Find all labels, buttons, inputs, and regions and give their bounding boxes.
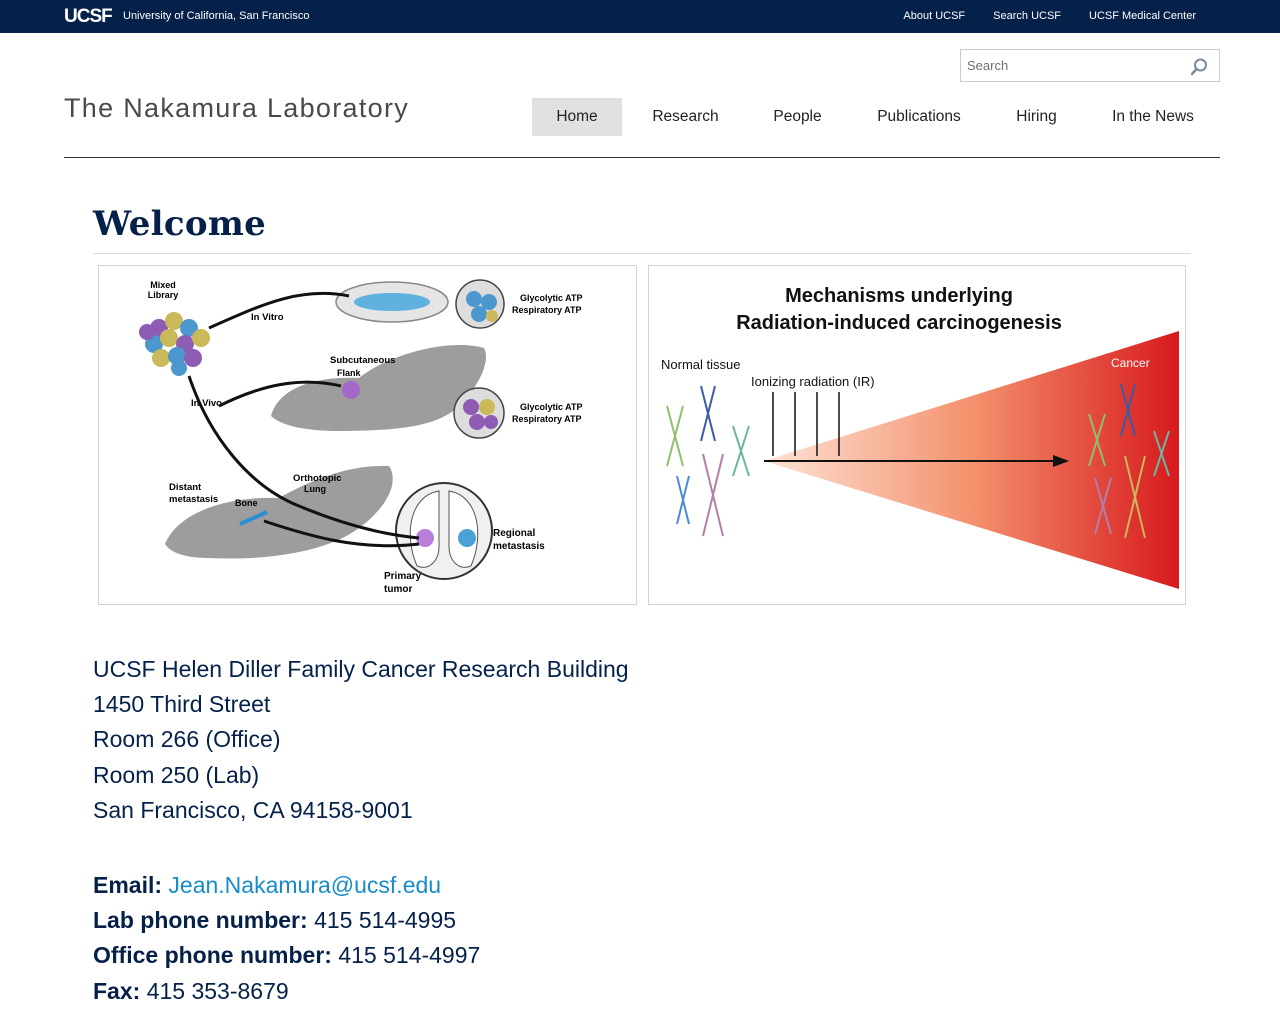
address-line: 1450 Third Street: [93, 691, 271, 718]
office-phone-value: 415 514-4997: [338, 942, 481, 969]
figure2-title-line1: Mechanisms underlying: [785, 285, 1013, 307]
address-line: Room 250 (Lab): [93, 761, 260, 788]
cell-cluster: [139, 312, 210, 376]
address-line: Room 266 (Office): [93, 726, 281, 753]
title-divider: [93, 253, 1191, 254]
address-block: UCSF Helen Diller Family Cancer Research…: [93, 652, 629, 828]
email-link[interactable]: Jean.Nakamura@ucsf.edu: [168, 872, 442, 898]
header-divider: [64, 157, 1220, 158]
lab-phone-value: 415 514-4995: [314, 907, 457, 934]
bone-label: Bone: [235, 498, 258, 508]
in-vivo-label: In Vivo: [191, 398, 222, 409]
glycolytic-atp-label-2: Glycolytic ATP: [520, 402, 583, 412]
search-ucsf-link[interactable]: Search UCSF: [993, 10, 1062, 22]
radiation-arrows: [772, 392, 840, 456]
nav-in-the-news[interactable]: In the News: [1112, 108, 1194, 125]
ucsf-medical-center-link[interactable]: UCSF Medical Center: [1089, 10, 1196, 22]
distant-label: Distant: [169, 482, 202, 493]
search-box: [960, 49, 1220, 82]
fax-value: 415 353-8679: [146, 977, 289, 1004]
flank-label: Flank: [337, 368, 362, 378]
contact-block: Email: Jean.Nakamura@ucsf.edu Lab phone …: [93, 868, 480, 1009]
site-title[interactable]: The Nakamura Laboratory: [64, 93, 410, 123]
respiratory-atp-label-2: Respiratory ATP: [512, 414, 582, 424]
about-ucsf-link[interactable]: About UCSF: [903, 10, 966, 22]
respiratory-atp-label-1: Respiratory ATP: [512, 305, 582, 315]
office-phone-label: Office phone number:: [93, 942, 332, 969]
lung-label: Lung: [304, 484, 326, 494]
ucsf-logo[interactable]: UCSF: [64, 5, 114, 27]
regional-label: Regional: [493, 528, 535, 539]
cancer-label: Cancer: [1111, 356, 1150, 370]
in-vitro-label: In Vitro: [251, 312, 284, 323]
subcutaneous-label: Subcutaneous: [330, 355, 395, 366]
regional-metastasis-label: metastasis: [493, 541, 545, 552]
normal-tissue-label: Normal tissue: [661, 357, 740, 372]
figure2-title-line2: Radiation-induced carcinogenesis: [736, 312, 1062, 334]
email-label: Email:: [93, 872, 163, 898]
svg-text:UCSF: UCSF: [64, 6, 112, 27]
nav-people[interactable]: People: [773, 108, 822, 125]
nav-publications[interactable]: Publications: [877, 108, 961, 125]
university-link[interactable]: University of California, San Francisco: [123, 10, 310, 22]
ionizing-radiation-label: Ionizing radiation (IR): [751, 374, 875, 389]
orthotopic-label: Orthotopic: [293, 473, 342, 484]
nav-home[interactable]: Home: [532, 98, 622, 136]
tumor-label: tumor: [384, 584, 412, 595]
address-line: UCSF Helen Diller Family Cancer Research…: [93, 656, 629, 682]
search-icon[interactable]: [1189, 57, 1209, 77]
ucsf-top-bar: UCSF University of California, San Franc…: [0, 0, 1280, 33]
main-nav: Home Research People Publications Hiring…: [532, 98, 1225, 136]
address-line: San Francisco, CA 94158-9001: [93, 796, 413, 823]
radiation-carcinogenesis-figure: Mechanisms underlying Radiation-induced …: [648, 265, 1186, 605]
fax-label: Fax:: [93, 977, 141, 1004]
lab-phone-label: Lab phone number:: [93, 907, 308, 934]
primary-label: Primary: [384, 571, 422, 582]
top-links: About UCSF Search UCSF UCSF Medical Cent…: [903, 10, 1196, 22]
nav-research[interactable]: Research: [652, 108, 719, 125]
search-input[interactable]: [961, 50, 1181, 81]
cancer-chromosomes: [1088, 383, 1170, 539]
glycolytic-atp-label-1: Glycolytic ATP: [520, 293, 583, 303]
nav-hiring[interactable]: Hiring: [1016, 108, 1057, 125]
normal-chromosomes: [666, 385, 750, 537]
distant-metastasis-label: metastasis: [169, 494, 218, 505]
page-title: Welcome: [93, 204, 267, 244]
